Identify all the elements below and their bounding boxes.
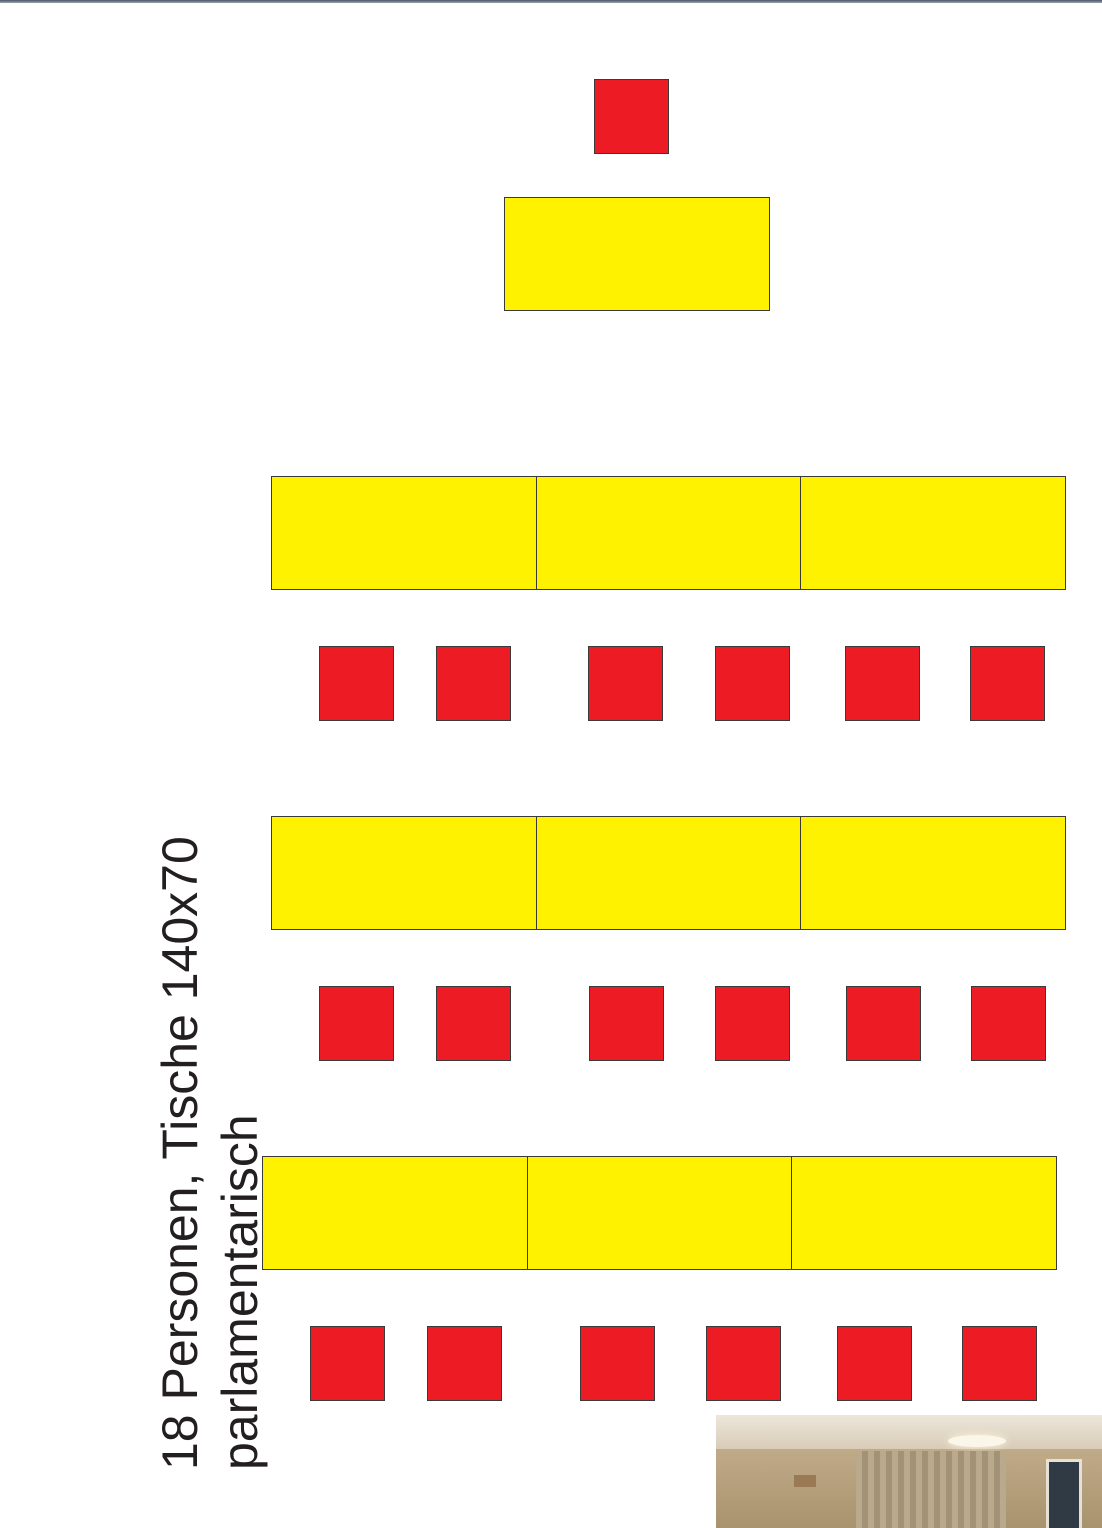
row-3-chair-3 xyxy=(580,1326,655,1401)
row-2-chair-5 xyxy=(846,986,921,1061)
row-2-table-2 xyxy=(536,816,802,930)
row-3-table-2 xyxy=(527,1156,793,1270)
row-1-chair-4 xyxy=(715,646,790,721)
row-2-chair-1 xyxy=(319,986,394,1061)
row-1-table-3 xyxy=(800,476,1066,590)
row-3-chair-5 xyxy=(837,1326,912,1401)
room-photo xyxy=(716,1415,1102,1528)
photo-curtain xyxy=(856,1451,1006,1528)
row-2-chair-4 xyxy=(715,986,790,1061)
row-1-chair-5 xyxy=(845,646,920,721)
row-3-chair-1 xyxy=(310,1326,385,1401)
row-3-chair-4 xyxy=(706,1326,781,1401)
row-2-chair-2 xyxy=(436,986,511,1061)
row-2-chair-6 xyxy=(971,986,1046,1061)
row-1-chair-1 xyxy=(319,646,394,721)
row-1-chair-2 xyxy=(436,646,511,721)
row-1-chair-3 xyxy=(588,646,663,721)
photo-ceiling xyxy=(716,1415,1102,1449)
photo-shelf xyxy=(794,1475,816,1487)
row-1-table-2 xyxy=(536,476,802,590)
speaker-chair xyxy=(594,79,669,154)
row-1-chair-6 xyxy=(970,646,1045,721)
row-2-chair-3 xyxy=(589,986,664,1061)
row-3-table-1 xyxy=(262,1156,528,1270)
row-3-chair-2 xyxy=(427,1326,502,1401)
row-1-table-1 xyxy=(271,476,537,590)
row-2-table-1 xyxy=(271,816,537,930)
photo-window xyxy=(1046,1459,1082,1528)
row-2-table-3 xyxy=(800,816,1066,930)
plan-title: 18 Personen, Tische 140x70 parlamentaris… xyxy=(150,836,270,1470)
speaker-table xyxy=(504,197,770,311)
title-line-2: parlamentarisch xyxy=(210,836,270,1470)
ceiling-lamp-icon xyxy=(948,1435,1006,1447)
row-3-chair-6 xyxy=(962,1326,1037,1401)
top-rule xyxy=(0,0,1102,3)
row-3-table-3 xyxy=(791,1156,1057,1270)
title-line-1: 18 Personen, Tische 140x70 xyxy=(150,836,210,1470)
